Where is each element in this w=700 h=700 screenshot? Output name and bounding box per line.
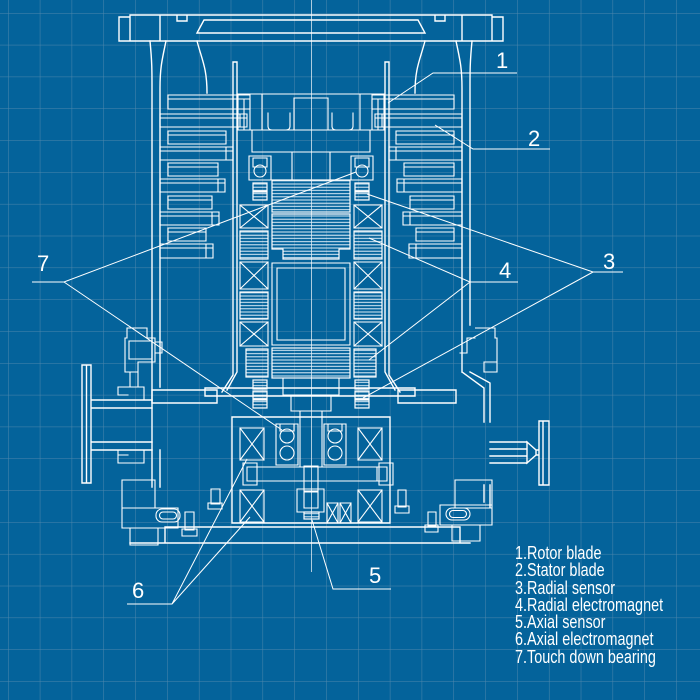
bearing-ball [279,445,295,461]
rotor-hub [237,93,385,181]
callout-3-number: 3 [603,249,615,274]
rotor-core [271,179,351,468]
axial-sensor [303,511,320,520]
callout-4-leader [368,237,518,361]
callout-7-number: 7 [37,251,49,276]
clamp-lug-left [117,327,163,464]
casing-left [117,40,208,488]
legend: 1.Rotor blade 2.Stator blade 3.Radial se… [515,543,664,667]
axial-sensor-assembly [296,488,352,524]
bearing-ball [253,164,267,178]
base-plate [121,479,493,546]
callout-6-leader [127,458,251,605]
rotor-bell [221,61,401,393]
callout-1-number: 1 [496,48,508,73]
foot-left [121,479,179,546]
bolts-left [181,488,223,537]
bearing-ball [327,428,343,444]
touchdown-bearing-top-left [248,155,272,181]
callout-5: 5 [311,519,391,590]
callout-7-leader [32,171,357,431]
callout-5-number: 5 [369,563,381,588]
callout-5-leader [311,519,391,590]
radial-electromagnet-poles [239,204,383,347]
thrust-disk [242,462,394,492]
touchdown-bearing-bottom [275,423,347,466]
legend-item: 2.Stator blade [515,560,605,581]
callout-4: 4 [368,237,518,361]
callout-3: 3 [362,193,623,399]
slot-right [445,507,471,521]
callout-1-leader [387,72,517,104]
radial-sensors [252,182,370,409]
casing-right [414,40,498,508]
side-port-left [81,364,153,484]
blade-stack-right [371,94,463,259]
legend-item: 6.Axial electromagnet [515,629,654,650]
callout-6-number: 6 [132,578,144,603]
legend-item: 7.Touch down bearing [515,646,656,667]
clamp-lug-right [459,327,498,373]
bearing-ball [327,445,343,461]
touchdown-bearing-top-right [350,155,374,181]
legend-item: 1.Rotor blade [515,543,602,563]
legend-item: 5.Axial sensor [515,612,606,633]
callout-3-leader [362,193,623,399]
callout-2-number: 2 [528,126,540,151]
legend-item: 4.Radial electromagnet [515,594,664,615]
bearing-ball [279,428,295,444]
slot-left [155,508,181,523]
callout-2-leader [434,124,550,150]
callout-6: 6 [127,458,251,605]
bearing-ball [355,164,369,178]
side-port-right [489,420,550,486]
radial-electromagnet-coils [239,230,383,378]
axial-electromagnets [239,427,383,523]
callout-2: 2 [434,124,550,151]
callout-4-number: 4 [499,258,511,283]
bottom-housing [151,387,457,524]
bolts-right [394,489,439,533]
callout-1: 1 [387,48,517,104]
foot-right [439,479,493,542]
legend-item: 3.Radial sensor [515,577,616,598]
inlet-flange [118,14,504,42]
callout-7: 7 [32,171,357,431]
